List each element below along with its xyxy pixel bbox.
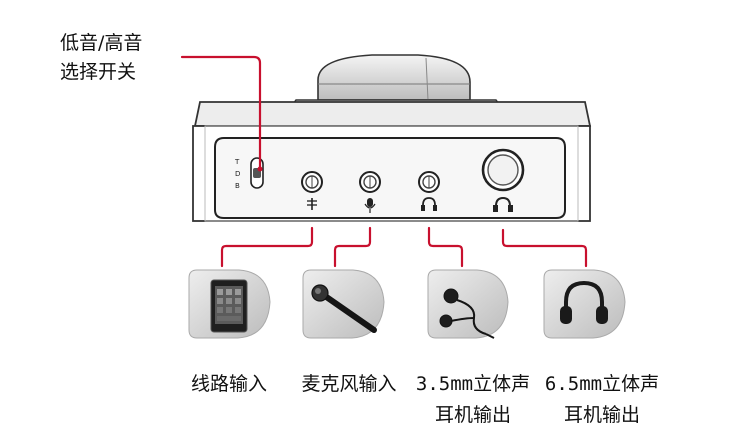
line-in-jack[interactable] (301, 171, 323, 193)
top-knob (317, 54, 471, 101)
device-tile-headphone (543, 269, 626, 339)
switch-label-d: D (235, 170, 240, 178)
switch-callout-dot (257, 166, 263, 172)
microphone-device-icon (311, 284, 377, 333)
audio-device: T D B (192, 54, 592, 222)
mic-in-jack[interactable] (359, 171, 381, 193)
earphone-3-5-jack[interactable] (418, 171, 440, 193)
headphone-large-icon (493, 196, 513, 212)
earbuds-icon (439, 288, 495, 339)
smartphone-icon (210, 279, 248, 333)
device-tile-earphone (427, 269, 509, 339)
device-tile-line-in (188, 269, 271, 339)
switch-callout-line2: 选择开关 (60, 61, 137, 83)
connector-lines (180, 55, 588, 268)
device-tile-mic (302, 269, 385, 339)
headphone-6-5-jack[interactable] (481, 148, 525, 192)
switch-callout-line1: 低音/高音 (60, 32, 143, 54)
line-in-icon (307, 198, 317, 210)
headphone-small-icon (421, 197, 437, 211)
front-panel (214, 137, 566, 219)
line-in-connector (220, 226, 314, 268)
device-label-earphone-line1: 3.5mm立体声 (415, 373, 531, 395)
device-label-earphone-line2: 耳机输出 (434, 404, 511, 426)
over-ear-headphones-icon (560, 280, 608, 324)
headphone-6-5-connector (501, 228, 588, 268)
switch-label-t: T (234, 158, 240, 166)
device-label-mic: 麦克风输入 (301, 373, 397, 395)
mic-connector (333, 226, 372, 268)
earphone-3-5-connector (427, 226, 464, 268)
device-label-headphone-line2: 耳机输出 (563, 404, 640, 426)
device-label-headphone-line1: 6.5mm立体声 (544, 373, 660, 395)
device-label-line-in: 线路输入 (190, 373, 267, 395)
microphone-icon (364, 198, 376, 213)
switch-callout-line (180, 55, 262, 170)
switch-label-b: B (235, 182, 240, 190)
